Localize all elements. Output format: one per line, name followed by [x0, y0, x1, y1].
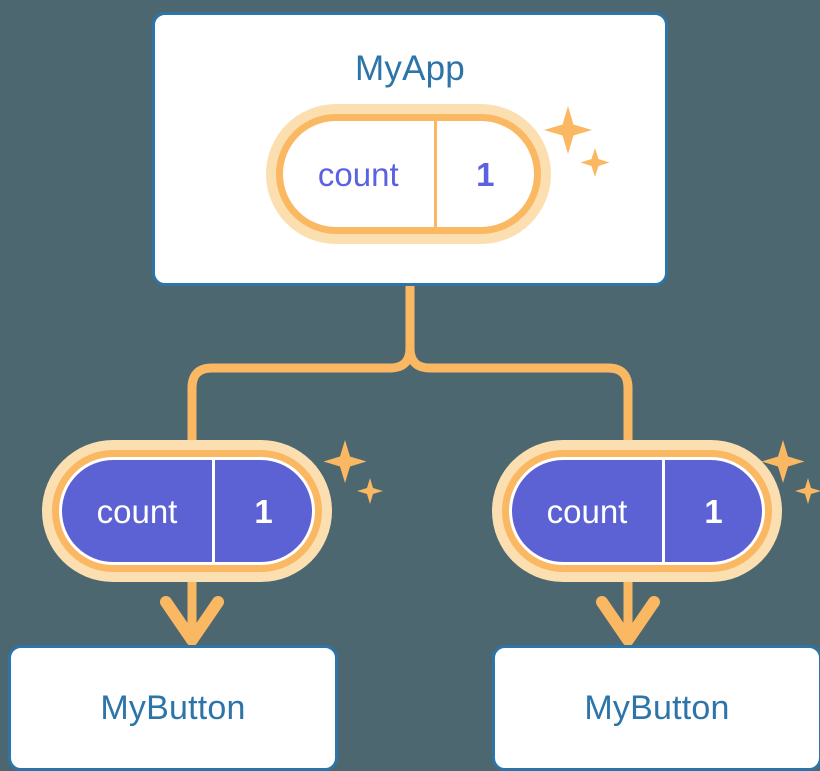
page-title: MyApp: [355, 49, 465, 88]
pill-inner: count 1: [512, 460, 762, 562]
state-key: count: [317, 155, 399, 193]
state-value: 1: [212, 460, 312, 562]
pill-body: count 1: [52, 450, 322, 572]
pill-inner: count 1: [62, 460, 312, 562]
state-pill-myapp[interactable]: count 1: [266, 104, 551, 244]
state-key: count: [546, 492, 628, 530]
sparkle-icon: [357, 478, 383, 504]
pill-body: count 1: [502, 450, 772, 572]
state-pill-child-0[interactable]: count 1: [42, 440, 332, 582]
sparkle-icon: [795, 478, 820, 504]
component-label: MyButton: [584, 689, 730, 727]
component-card-mybutton-0[interactable]: MyButton: [8, 645, 338, 771]
pill-body: count 1: [276, 114, 541, 234]
state-key: count: [96, 492, 178, 530]
component-label: MyButton: [100, 689, 246, 727]
state-pill-child-1[interactable]: count 1: [492, 440, 782, 582]
state-value: 1: [433, 121, 534, 227]
component-card-mybutton-1[interactable]: MyButton: [492, 645, 820, 771]
state-value: 1: [662, 460, 762, 562]
